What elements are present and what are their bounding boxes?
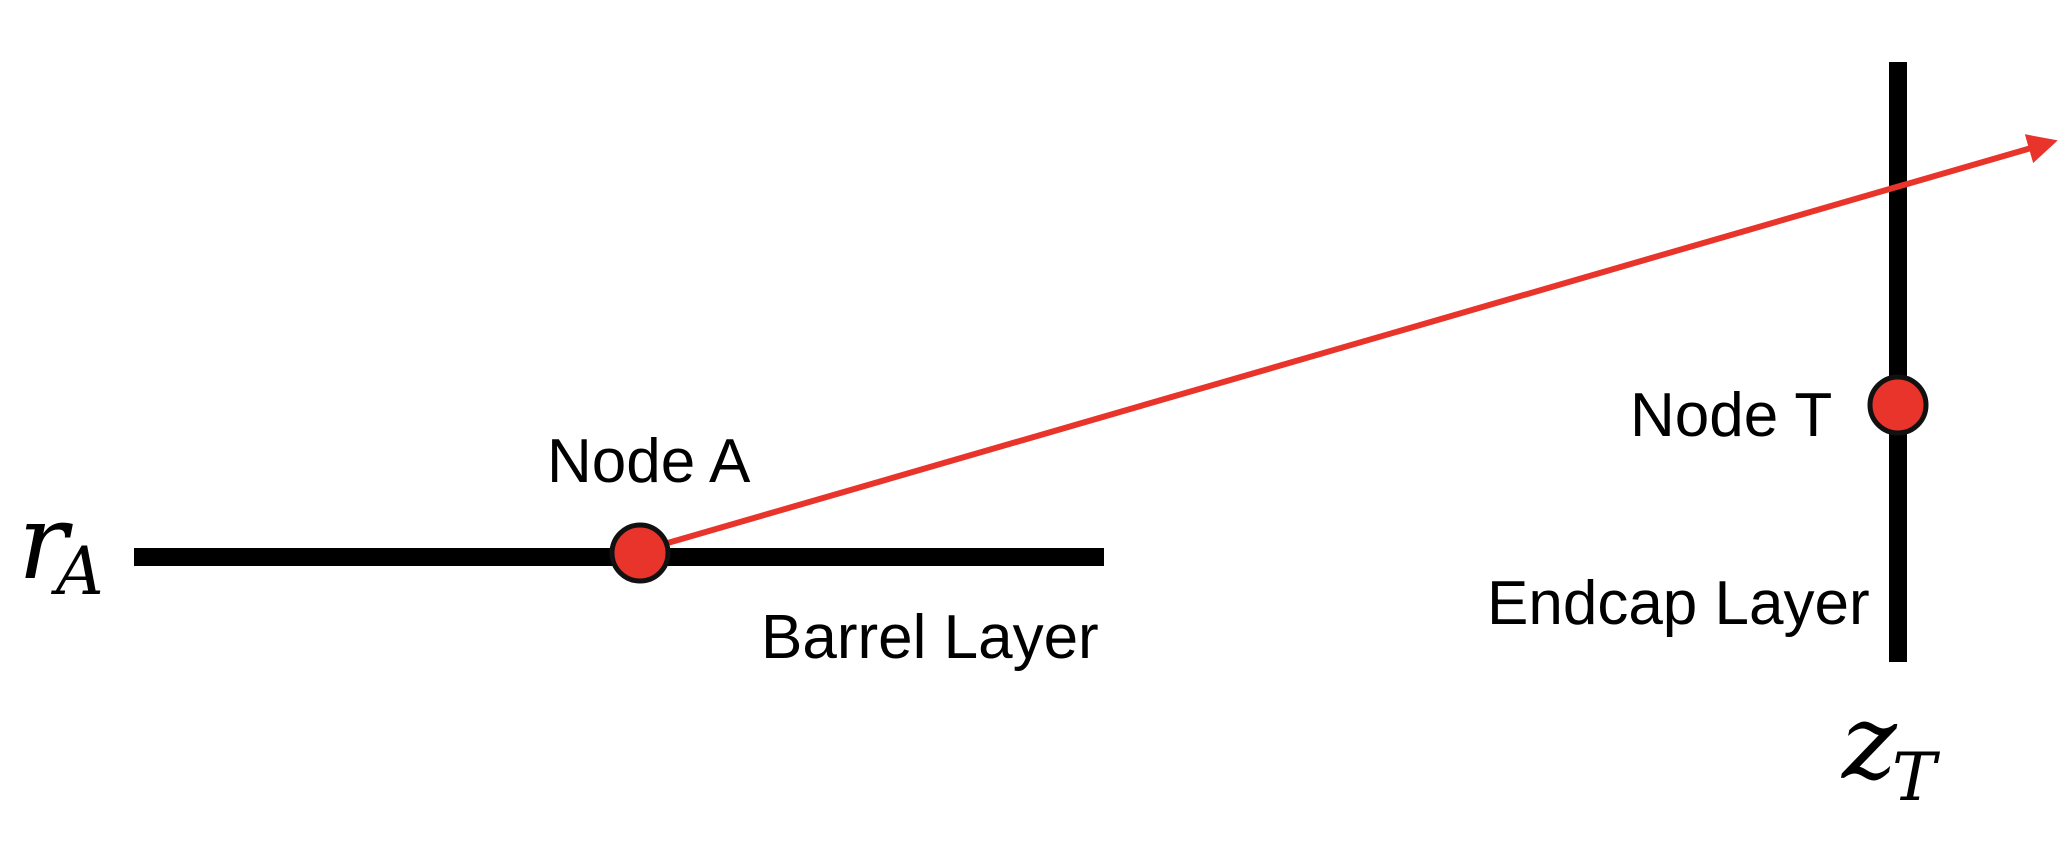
r-a-subscript: A: [50, 533, 104, 610]
track-arrow: [639, 134, 2058, 554]
z-t-symbol: z T: [1840, 681, 1941, 816]
z-t-subscript: T: [1892, 739, 1941, 816]
node-a-label: Node A: [547, 427, 751, 496]
r-a-base: r: [18, 481, 73, 603]
barrel-layer-label: Barrel Layer: [761, 603, 1099, 672]
node-t-label: Node T: [1630, 381, 1832, 450]
endcap-layer-label: Endcap Layer: [1487, 569, 1870, 638]
z-t-base: z: [1840, 681, 1898, 803]
r-a-symbol: r A: [18, 481, 104, 610]
node-a-marker: [609, 522, 671, 584]
node-t-marker: [1867, 374, 1929, 436]
